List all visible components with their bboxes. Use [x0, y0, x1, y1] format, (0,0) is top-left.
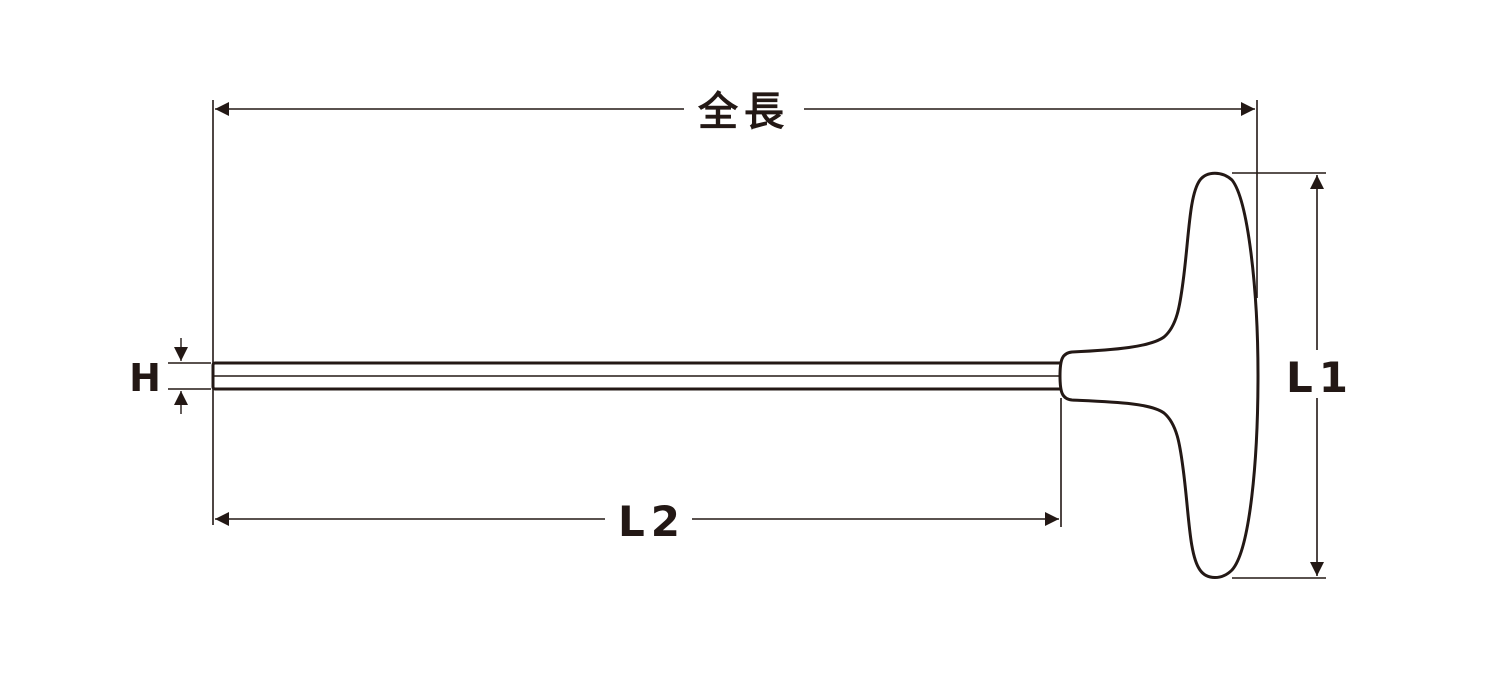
hex-size-label: H — [129, 356, 161, 400]
t-handle — [1058, 171, 1260, 579]
overall-length-label: 全長 — [697, 89, 790, 135]
handle-length-label: L1 — [1286, 353, 1354, 402]
shaft-length-label: L2 — [618, 497, 686, 546]
